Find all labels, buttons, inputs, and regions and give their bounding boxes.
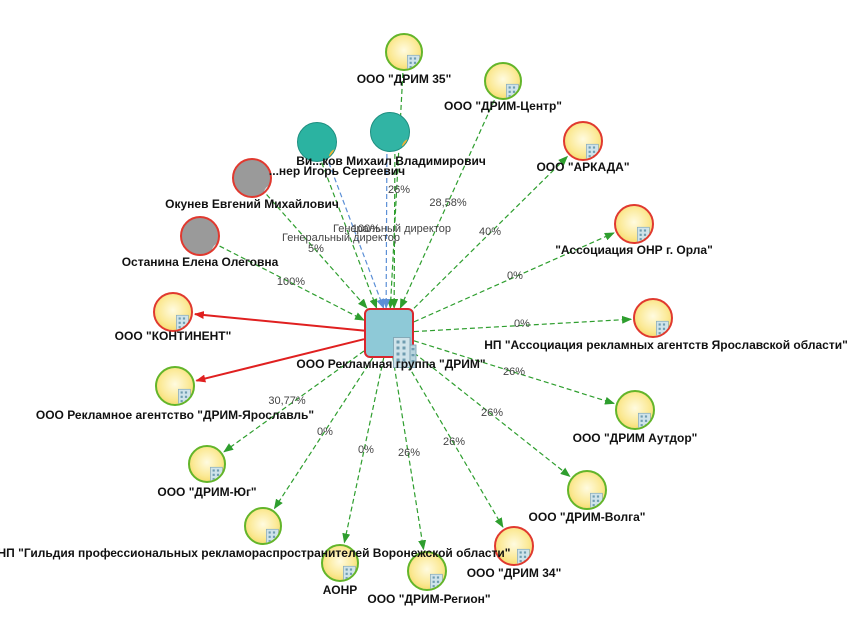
- org-label-drim-region: ООО "ДРИМ-Регион": [367, 592, 491, 606]
- org-node-aonr[interactable]: [321, 544, 359, 582]
- edge-igor-blue-dashed: [328, 162, 385, 309]
- edge-np-yaroslavl-green-dashed: [413, 315, 633, 333]
- edge-drim-region-green-dashed: [392, 357, 427, 551]
- central-company-node[interactable]: [364, 308, 417, 368]
- share-label: 26%: [387, 184, 411, 196]
- person-node-ostanina[interactable]: [180, 216, 220, 256]
- org-node-drim35[interactable]: [385, 33, 423, 71]
- org-label-np-guild-voronezh: НП "Гильдия профессиональных рекламорасп…: [0, 546, 511, 560]
- edge-arkada-green-dashed: [413, 155, 569, 309]
- share-label: 0%: [358, 444, 374, 456]
- edge-ostanina-green-dashed: [219, 245, 365, 321]
- edge-drim34-green-dashed: [403, 357, 504, 528]
- edge-mikhail-green-dashed: [390, 153, 399, 309]
- share-label: 0%: [317, 426, 333, 438]
- edge-assoc-orel-green-dashed: [413, 232, 615, 323]
- share-label: 26%: [480, 407, 504, 419]
- share-label: 30,77%: [268, 395, 306, 407]
- share-label: 100%: [276, 276, 306, 288]
- person-node-igor[interactable]: [297, 122, 337, 162]
- org-label-drim34: ООО "ДРИМ 34": [466, 566, 562, 580]
- person-node-mikhail[interactable]: [370, 112, 410, 152]
- share-label: 100%: [351, 223, 381, 235]
- central-company-label: ООО Рекламная группа "ДРИМ": [296, 357, 486, 371]
- share-label: 26%: [442, 436, 466, 448]
- edge-drim-outdoor-green-dashed: [413, 340, 615, 405]
- org-label-drim-volga: ООО "ДРИМ-Волга": [528, 510, 646, 524]
- org-node-arkada[interactable]: [563, 121, 603, 161]
- edge-okunev-green-dashed: [266, 194, 368, 309]
- org-label-drim-outdoor: ООО "ДРИМ Аутдор": [572, 431, 698, 445]
- share-label: 0%: [507, 270, 523, 282]
- person-label-igor: ...нер Игорь Сергеевич: [268, 164, 406, 178]
- org-label-drim-yug: ООО "ДРИМ-Юг": [157, 485, 257, 499]
- org-node-drim-volga[interactable]: [567, 470, 607, 510]
- org-node-assoc-orel[interactable]: [614, 204, 654, 244]
- org-label-drim35: ООО "ДРИМ 35": [356, 72, 452, 86]
- org-label-drim-yaroslavl: ООО Рекламное агентство "ДРИМ-Ярославль": [35, 408, 315, 422]
- org-node-drim-yaroslavl[interactable]: [155, 366, 195, 406]
- edge-drim-volga-green-dashed: [413, 352, 571, 477]
- person-label-ostanina: Останина Елена Олеговна: [121, 255, 279, 269]
- person-label-mikhail: Ви...ков Михаил Владимирович: [296, 154, 486, 168]
- org-node-drim-center[interactable]: [484, 62, 522, 100]
- share-label: 26%: [502, 366, 526, 378]
- org-node-np-yaroslavl[interactable]: [633, 298, 673, 338]
- edge-drim-center-green-dashed: [399, 99, 495, 309]
- role-label: Генеральный директор: [333, 223, 451, 235]
- org-node-np-guild-voronezh[interactable]: [244, 507, 282, 545]
- org-label-np-yaroslavl: НП "Ассоциация рекламных агентств Яросла…: [484, 338, 848, 352]
- share-label: 40%: [478, 226, 502, 238]
- edge-np-guild-voronezh-green-dashed: [273, 357, 374, 510]
- org-node-drim34[interactable]: [494, 526, 534, 566]
- edge-drim-yaroslavl-red-solid: [195, 338, 365, 383]
- edge-mikhail-blue-dashed: [382, 153, 391, 309]
- share-label: 0%: [514, 318, 530, 330]
- org-node-kontinent[interactable]: [153, 292, 193, 332]
- role-label: Генеральный директор: [282, 232, 400, 244]
- org-label-assoc-orel: "Ассоциация ОНР г. Орла": [555, 243, 713, 257]
- person-node-okunev[interactable]: [232, 158, 272, 198]
- org-label-drim-center: ООО "ДРИМ-Центр": [444, 99, 562, 113]
- edge-drim-yug-green-dashed: [223, 350, 365, 453]
- share-label: 28,58%: [429, 197, 467, 209]
- org-node-drim-yug[interactable]: [188, 445, 226, 483]
- org-label-kontinent: ООО "КОНТИНЕНТ": [114, 329, 232, 343]
- person-label-okunev: Окунев Евгений Михайлович: [165, 197, 339, 211]
- org-node-drim-region[interactable]: [407, 551, 447, 591]
- edge-kontinent-red-solid: [193, 311, 365, 332]
- org-label-aonr: АОНР: [322, 583, 358, 597]
- org-label-arkada: ООО "АРКАДА": [536, 160, 630, 174]
- edge-drim35-green-dashed: [386, 72, 404, 309]
- org-node-drim-outdoor[interactable]: [615, 390, 655, 430]
- share-label: 26%: [397, 447, 421, 459]
- edge-igor-green-dashed: [321, 162, 378, 309]
- share-label: 5%: [308, 243, 324, 255]
